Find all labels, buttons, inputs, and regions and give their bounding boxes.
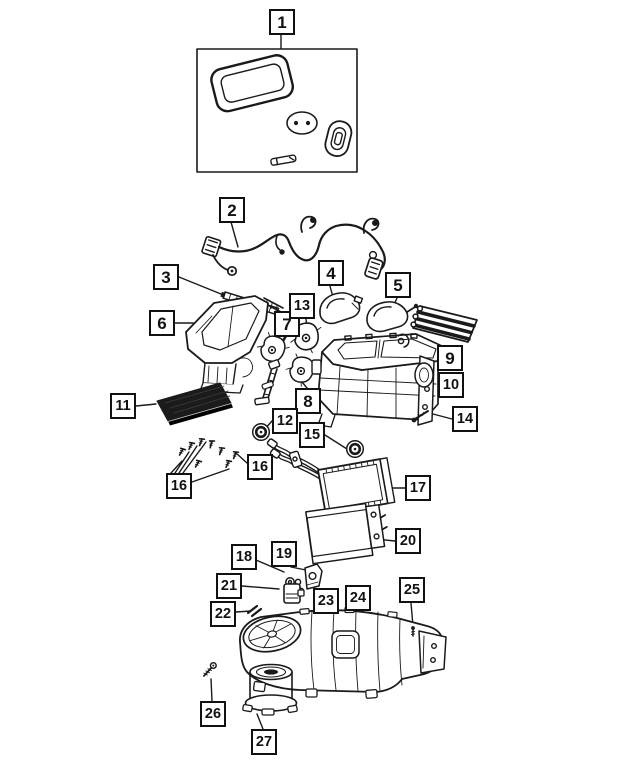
part-grommet-right (345, 439, 365, 459)
callout-16[interactable]: 16 (166, 473, 192, 499)
callout-label: 27 (255, 733, 273, 750)
callout-label: 24 (349, 589, 367, 606)
callout-label: 6 (157, 313, 167, 333)
callout-10[interactable]: 10 (438, 372, 464, 398)
callout-9[interactable]: 9 (437, 345, 463, 371)
callout-8[interactable]: 8 (295, 388, 321, 414)
callout-label: 7 (282, 314, 292, 334)
callout-label: 13 (293, 297, 311, 314)
part-defroster-duct (319, 292, 364, 325)
callout-label: 26 (204, 705, 222, 722)
callout-13[interactable]: 13 (289, 293, 315, 319)
callout-label: 19 (275, 545, 293, 562)
callout-6[interactable]: 6 (149, 310, 175, 336)
callout-2[interactable]: 2 (219, 197, 245, 223)
callout-24[interactable]: 24 (345, 585, 371, 611)
part-cabin-air-filter (156, 382, 233, 426)
callout-1[interactable]: 1 (269, 9, 295, 35)
callout-label: 10 (442, 376, 460, 393)
callout-label: 22 (214, 605, 232, 622)
callout-label: 3 (161, 267, 171, 287)
part-screw-14 (411, 410, 429, 423)
part-evaporator (305, 502, 388, 565)
callout-label: 25 (403, 581, 421, 598)
callout-7[interactable]: 7 (274, 311, 300, 337)
callout-label: 15 (303, 426, 321, 443)
callout-11[interactable]: 11 (110, 393, 136, 419)
callout-label: 5 (393, 275, 403, 295)
callout-label: 1 (277, 12, 287, 32)
part-heater-core (266, 438, 396, 516)
callout-label: 9 (445, 348, 455, 368)
part-air-inlet-housing (185, 295, 269, 394)
part-grommet-left (251, 422, 271, 442)
callout-5[interactable]: 5 (385, 272, 411, 298)
callout-19[interactable]: 19 (271, 541, 297, 567)
callout-20[interactable]: 20 (395, 528, 421, 554)
callout-25[interactable]: 25 (399, 577, 425, 603)
part-heater-element (410, 305, 478, 343)
callout-15[interactable]: 15 (299, 422, 325, 448)
callout-label: 21 (220, 577, 238, 594)
part-screw-25 (411, 626, 415, 637)
callout-21[interactable]: 21 (216, 573, 242, 599)
callout-3[interactable]: 3 (153, 264, 179, 290)
part-wiring-harness (201, 215, 386, 280)
callout-label: 11 (115, 397, 131, 414)
part-screw-26 (203, 661, 217, 677)
callout-label: 16 (170, 477, 188, 494)
callout-label: 14 (456, 410, 474, 427)
callout-label: 17 (409, 479, 427, 496)
callout-16[interactable]: 16 (247, 454, 273, 480)
part-lower-housing (239, 606, 447, 699)
callout-label: 2 (227, 200, 237, 220)
callout-label: 8 (303, 391, 313, 411)
part-seal-kit (196, 48, 358, 173)
callout-14[interactable]: 14 (452, 406, 478, 432)
callout-label: 20 (399, 532, 417, 549)
callout-label: 4 (326, 263, 336, 283)
part-hvac-housing (311, 332, 445, 428)
part-valve-kit (246, 563, 323, 618)
part-link-rod (254, 359, 281, 406)
callout-label: 16 (251, 458, 269, 475)
callout-label: 18 (235, 548, 253, 565)
callout-22[interactable]: 22 (210, 601, 236, 627)
callout-4[interactable]: 4 (318, 260, 344, 286)
callout-12[interactable]: 12 (272, 408, 298, 434)
callout-27[interactable]: 27 (251, 729, 277, 755)
callout-label: 23 (317, 592, 335, 609)
part-air-duct (366, 301, 419, 333)
callout-18[interactable]: 18 (231, 544, 257, 570)
callout-23[interactable]: 23 (313, 588, 339, 614)
part-screws-16 (176, 436, 240, 470)
callout-17[interactable]: 17 (405, 475, 431, 501)
callout-26[interactable]: 26 (200, 701, 226, 727)
part-blower-motor (242, 663, 298, 716)
callout-label: 12 (276, 412, 294, 429)
